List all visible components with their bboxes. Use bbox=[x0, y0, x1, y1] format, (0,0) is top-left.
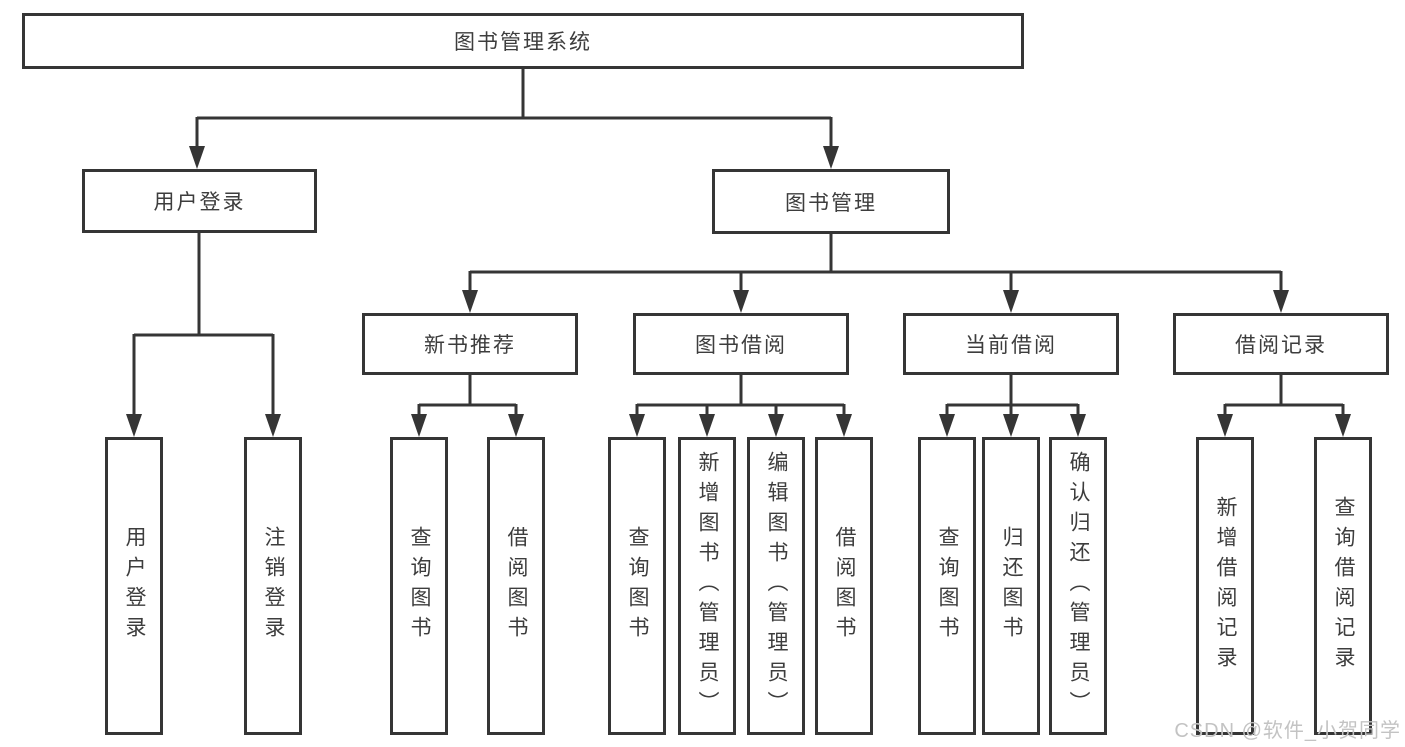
node-book-borrow: 图书借阅 bbox=[633, 313, 849, 375]
leaf-newbook-borrow-books: 借阅图书 bbox=[487, 437, 545, 735]
leaf-records-add: 新增借阅记录 bbox=[1196, 437, 1254, 735]
node-book-borrow-label: 图书借阅 bbox=[695, 334, 787, 357]
leaf-user-login: 用户登录 bbox=[105, 437, 163, 735]
leaf-borrow-borrow-books: 借阅图书 bbox=[815, 437, 873, 735]
node-current-borrow: 当前借阅 bbox=[903, 313, 1119, 375]
node-current-borrow-label: 当前借阅 bbox=[965, 334, 1057, 357]
node-user-login: 用户登录 bbox=[82, 169, 317, 233]
node-borrow-records-label: 借阅记录 bbox=[1235, 334, 1327, 357]
leaf-borrow-add-books-admin-label: 新增图书（管理员） bbox=[696, 451, 719, 721]
node-borrow-records: 借阅记录 bbox=[1173, 313, 1389, 375]
leaf-current-return-books: 归还图书 bbox=[982, 437, 1040, 735]
leaf-current-confirm-return-admin: 确认归还（管理员） bbox=[1049, 437, 1107, 735]
leaf-newbook-query-books-label: 查询图书 bbox=[408, 526, 431, 646]
leaf-records-query-label: 查询借阅记录 bbox=[1332, 496, 1355, 676]
leaf-borrow-edit-books-admin-label: 编辑图书（管理员） bbox=[765, 451, 788, 721]
leaf-borrow-borrow-books-label: 借阅图书 bbox=[833, 526, 856, 646]
leaf-current-query-books: 查询图书 bbox=[918, 437, 976, 735]
node-new-book-recommend-label: 新书推荐 bbox=[424, 334, 516, 357]
leaf-current-query-books-label: 查询图书 bbox=[936, 526, 959, 646]
leaf-current-confirm-return-admin-label: 确认归还（管理员） bbox=[1067, 451, 1090, 721]
node-book-management-label: 图书管理 bbox=[785, 191, 877, 215]
csdn-watermark: CSDN @软件_小贺同学 bbox=[1174, 720, 1401, 742]
node-new-book-recommend: 新书推荐 bbox=[362, 313, 578, 375]
leaf-borrow-query-books: 查询图书 bbox=[608, 437, 666, 735]
node-user-login-label: 用户登录 bbox=[153, 191, 246, 214]
leaf-user-login-label: 用户登录 bbox=[123, 526, 146, 646]
node-root-system-label: 图书管理系统 bbox=[454, 31, 592, 54]
leaf-logout: 注销登录 bbox=[244, 437, 302, 735]
leaf-borrow-add-books-admin: 新增图书（管理员） bbox=[678, 437, 736, 735]
leaf-newbook-query-books: 查询图书 bbox=[390, 437, 448, 735]
leaf-borrow-query-books-label: 查询图书 bbox=[626, 526, 649, 646]
node-book-management: 图书管理 bbox=[712, 169, 950, 234]
leaf-logout-label: 注销登录 bbox=[262, 526, 285, 646]
leaf-current-return-books-label: 归还图书 bbox=[1000, 526, 1023, 646]
leaf-records-query: 查询借阅记录 bbox=[1314, 437, 1372, 735]
leaf-newbook-borrow-books-label: 借阅图书 bbox=[505, 526, 528, 646]
node-root-system: 图书管理系统 bbox=[22, 13, 1024, 69]
leaf-borrow-edit-books-admin: 编辑图书（管理员） bbox=[747, 437, 805, 735]
leaf-records-add-label: 新增借阅记录 bbox=[1214, 496, 1237, 676]
